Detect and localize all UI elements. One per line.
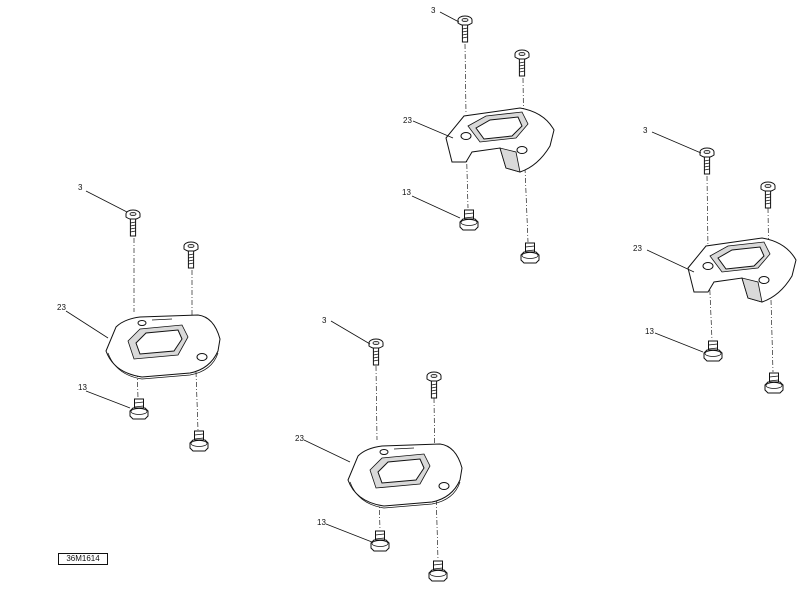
- cover-part: [105, 314, 221, 380]
- callout-screw: 3: [78, 183, 83, 192]
- nut-part: [189, 430, 209, 452]
- leader-line: [646, 249, 695, 273]
- nut-part: [428, 560, 448, 582]
- axis-line: [435, 489, 439, 561]
- drawing-reference-number: 36M1614: [58, 553, 108, 565]
- cover-part: [445, 107, 555, 173]
- cover-part: [347, 443, 463, 509]
- callout-cover: 23: [57, 303, 66, 312]
- callout-nut: 13: [402, 188, 411, 197]
- leader-line: [651, 131, 702, 154]
- screw-part: [457, 15, 473, 43]
- leader-line: [411, 195, 461, 219]
- leader-line: [65, 310, 109, 339]
- callout-cover: 23: [403, 116, 412, 125]
- axis-line: [375, 365, 378, 441]
- nut-part: [129, 398, 149, 420]
- screw-part: [514, 49, 530, 77]
- leader-line: [439, 11, 460, 23]
- leader-line: [85, 390, 131, 409]
- nut-part: [764, 372, 784, 394]
- axis-line: [706, 175, 709, 251]
- leader-line: [85, 190, 128, 213]
- nut-part: [520, 242, 540, 264]
- leader-line: [330, 320, 371, 345]
- callout-screw: 3: [431, 6, 436, 15]
- assembly-right: 3 23 13: [633, 126, 797, 394]
- nut-part: [459, 209, 479, 231]
- callout-nut: 13: [645, 327, 654, 336]
- callout-screw: 3: [322, 316, 327, 325]
- screw-part: [368, 338, 384, 366]
- screw-part: [426, 371, 442, 399]
- nut-part: [370, 530, 390, 552]
- cover-part: [687, 237, 797, 303]
- axis-line: [524, 167, 529, 243]
- nut-part: [703, 340, 723, 362]
- screw-part: [125, 209, 141, 237]
- callout-nut: 13: [317, 518, 326, 527]
- axis-line: [195, 371, 199, 431]
- assembly-bottom: 3 23 13: [295, 316, 463, 582]
- leader-line: [654, 332, 704, 353]
- axis-line: [770, 299, 774, 373]
- assembly-left: 3 23 13: [57, 183, 221, 452]
- leader-line: [325, 523, 373, 543]
- callout-cover: 23: [295, 434, 304, 443]
- callout-screw: 3: [643, 126, 648, 135]
- callout-nut: 13: [78, 383, 87, 392]
- callout-cover: 23: [633, 244, 642, 253]
- screw-part: [760, 181, 776, 209]
- screw-part: [183, 241, 199, 269]
- screw-part: [699, 147, 715, 175]
- axis-line: [464, 43, 467, 115]
- assembly-top: 3 23 13: [402, 6, 555, 264]
- leader-line: [412, 120, 454, 139]
- leader-line: [303, 439, 351, 463]
